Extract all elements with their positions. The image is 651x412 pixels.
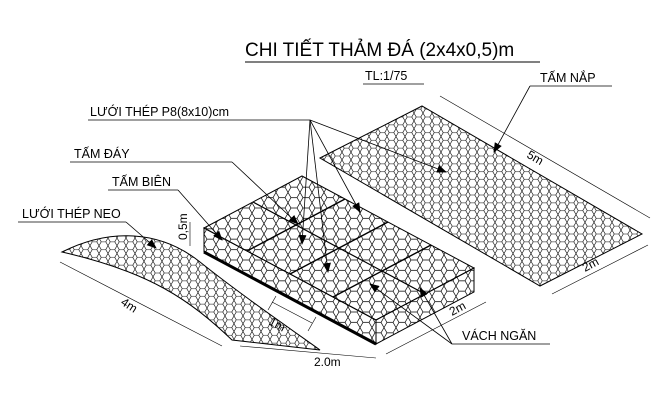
anchor-length-dim-line	[59, 261, 223, 347]
scale-label: TL:1/75	[365, 69, 407, 83]
mattress-length-dim: 2.0m	[314, 355, 341, 369]
side-panel-leader	[177, 189, 223, 241]
divider-leader-2	[369, 283, 453, 345]
mattress-length-dim-line	[239, 345, 377, 359]
divider-leader-1	[419, 287, 453, 345]
cover-panel	[318, 105, 644, 287]
mattress-width-dim-line	[385, 301, 487, 355]
cell-width-dim-line	[271, 301, 313, 324]
anchor-mesh-label: LƯỚI THÉP NEO	[22, 206, 121, 221]
anchor-length-dim: 4m	[118, 295, 140, 316]
cover-panel-label: TẤM NẮP	[540, 70, 596, 85]
mesh-spec-leader-4	[309, 119, 331, 273]
height-dim: 0,5m	[176, 213, 190, 240]
cell-width-dim: 1m	[267, 314, 288, 334]
cover-width-dim: 2m	[580, 254, 601, 274]
mesh-spec-leader-3	[309, 119, 447, 173]
mattress-width-dim: 2m	[447, 298, 468, 318]
anchor-mesh	[60, 235, 321, 351]
base-panel-leader	[231, 161, 299, 225]
divider-label: VÁCH NGĂN	[462, 328, 536, 343]
cover-length-dim-line	[439, 95, 651, 219]
cover-width-dim-line	[551, 244, 649, 295]
mesh-spec-label: LƯỚI THÉP P8(8x10)cm	[90, 104, 229, 119]
base-panel-label: TẤM ĐÁY	[74, 146, 130, 161]
drawing-title: CHI TIẾT THẢM ĐÁ (2x4x0,5)m	[245, 39, 514, 61]
mesh-spec-leader-1	[298, 119, 311, 245]
gabion-mattress	[202, 175, 476, 346]
cover-length-dim: 5m	[525, 147, 546, 167]
mesh-spec-leader-2	[309, 119, 361, 213]
anchor-mesh-leader	[125, 221, 157, 249]
side-panel-label: TẤM BIÊN	[112, 174, 171, 189]
cover-panel-leader	[493, 85, 531, 153]
